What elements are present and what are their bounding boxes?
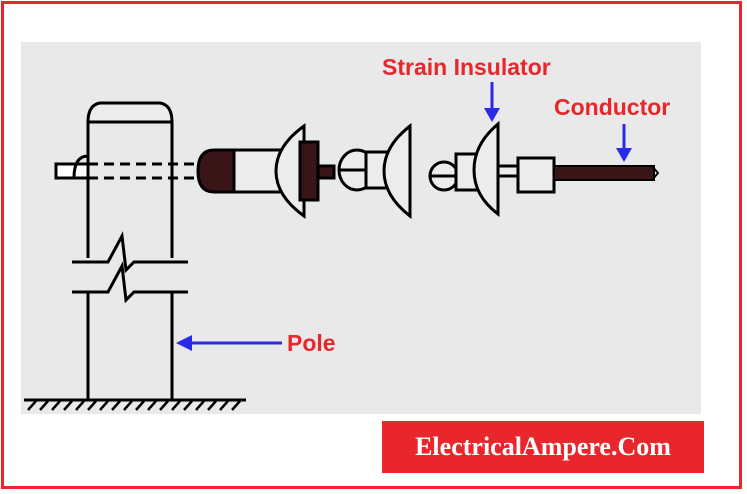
insulator-disc-3	[472, 120, 520, 218]
ground	[24, 398, 246, 411]
insulator-disc-2	[382, 122, 412, 220]
insulator-disc-1	[274, 123, 336, 219]
conductor	[553, 165, 660, 181]
brand-banner: ElectricalAmpere.Com	[382, 421, 704, 473]
dead-end-clamp	[516, 156, 556, 194]
ball-socket-2	[428, 152, 480, 192]
ball-socket-1	[337, 148, 390, 192]
pole-label: Pole	[287, 330, 336, 356]
conductor-arrow	[616, 124, 632, 162]
eye-bolt	[196, 148, 284, 194]
through-bolt	[54, 154, 200, 180]
pole	[86, 101, 174, 400]
pole-arrow	[176, 335, 282, 351]
pole-break-marks	[72, 231, 188, 304]
conductor-label: Conductor	[554, 94, 671, 120]
strain-insulator-label: Strain Insulator	[382, 54, 551, 80]
strain-insulator-arrow	[484, 82, 500, 122]
